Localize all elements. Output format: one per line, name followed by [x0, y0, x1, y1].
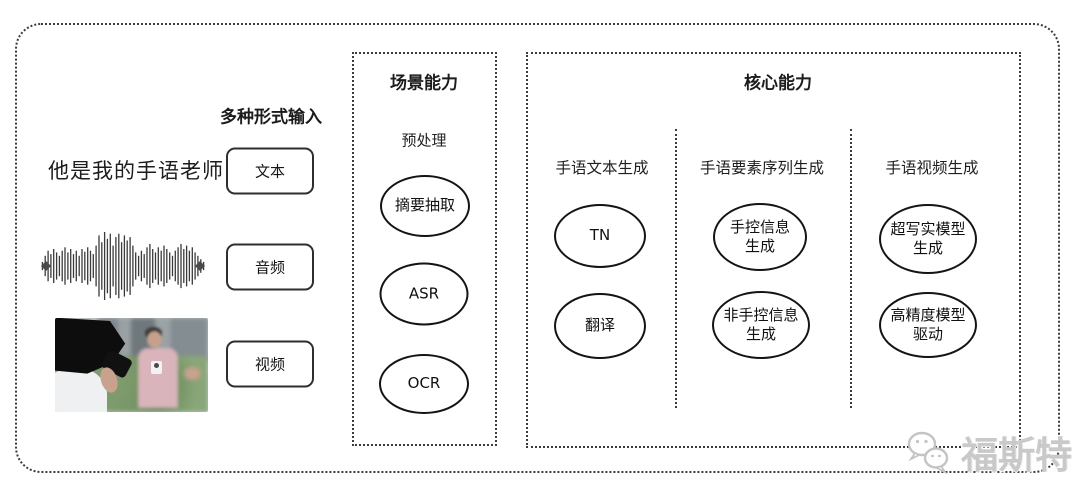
- scene-capability-title: 场景能力: [390, 73, 458, 94]
- photo-reporter-head: [146, 331, 162, 349]
- video-example-photo: [55, 318, 208, 412]
- wechat-icon: [903, 428, 955, 476]
- column-header-text-generation: 手语文本生成: [555, 159, 649, 177]
- core-capability-box: 核心能力 手语文本生成 TN 翻译 手语要素序列生成 手控信息 生成 非手控信息…: [526, 52, 1021, 448]
- node-translation: 翻译: [554, 293, 646, 359]
- scene-capability-box: 场景能力 预处理 摘要抽取 ASR OCR: [352, 52, 497, 446]
- node-hyperrealistic-model-generation: 超写实模型 生成: [879, 204, 977, 274]
- outer-dotted-frame: [15, 23, 1060, 473]
- waveform-icon: [41, 232, 205, 300]
- column-divider-1: [675, 129, 677, 408]
- watermark-text: 福斯特: [961, 434, 1072, 477]
- column-header-video-generation: 手语视频生成: [885, 159, 979, 177]
- photo-reporter-body: [137, 348, 178, 409]
- node-high-precision-model-driving: 高精度模型 驱动: [879, 292, 977, 358]
- text-input-example: 他是我的手语老师: [48, 159, 224, 183]
- input-type-audio-box: 音频: [226, 243, 314, 291]
- node-summary-extraction: 摘要抽取: [380, 175, 470, 237]
- input-type-text-box: 文本: [226, 147, 314, 195]
- photo-reporter-hand: [183, 366, 201, 380]
- column-header-element-sequence-generation: 手语要素序列生成: [699, 159, 825, 177]
- node-ocr: OCR: [379, 354, 469, 414]
- column-divider-2: [850, 129, 852, 408]
- audio-waveform: [41, 230, 205, 302]
- core-capability-title: 核心能力: [744, 73, 812, 94]
- node-tn: TN: [554, 204, 646, 268]
- node-non-manual-info-generation: 非手控信息 生成: [712, 291, 810, 359]
- photo-microphone-dot: [153, 363, 159, 369]
- node-manual-info-generation: 手控信息 生成: [713, 203, 807, 271]
- watermark: 福斯特: [903, 423, 1073, 481]
- preprocessing-label: 预处理: [401, 131, 447, 150]
- node-asr: ASR: [379, 262, 469, 326]
- input-type-video-box: 视频: [226, 340, 314, 388]
- input-section-header: 多种形式输入: [220, 107, 322, 128]
